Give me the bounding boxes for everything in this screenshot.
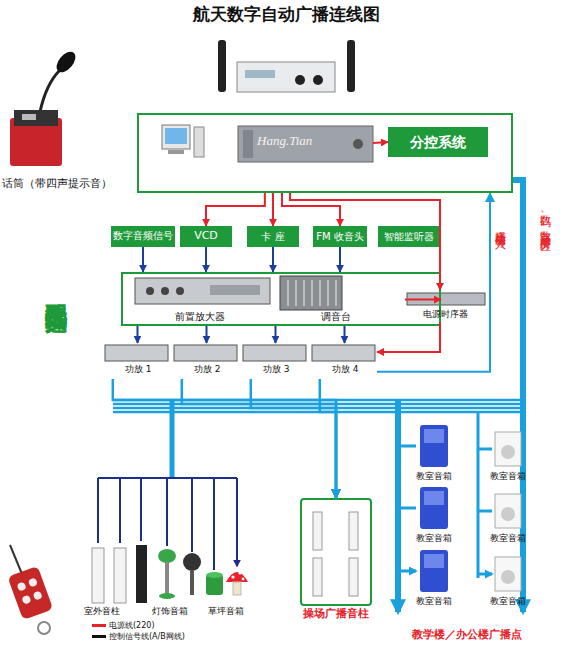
annotation-label: 教学楼／办公楼广播点 bbox=[412, 629, 522, 642]
mixer-group-box: 前置放大器 调音台 bbox=[121, 272, 441, 326]
node-text: 功放 1 bbox=[125, 364, 152, 374]
signal-connector bbox=[320, 379, 336, 498]
legend-text: 电源线(220) bbox=[109, 621, 155, 630]
node-text: 功放 4 bbox=[332, 364, 359, 374]
power-sequencer: 电源时序器 bbox=[405, 290, 487, 322]
annotation-label: 教室音箱 bbox=[416, 471, 452, 481]
annotation-label: 草坪音箱 bbox=[208, 606, 244, 616]
node-text: Hang.Tian bbox=[257, 134, 312, 149]
node-text: 卡 座 bbox=[261, 231, 284, 243]
source-box: FM 收音头 bbox=[313, 226, 367, 247]
classroom-speakers bbox=[420, 425, 521, 592]
monitor-box: 智能监听器 bbox=[378, 226, 440, 247]
wireless-receiver bbox=[218, 40, 355, 92]
node-text: 数字音频信号 bbox=[113, 231, 173, 242]
amplifier: 功放 4 bbox=[312, 343, 377, 379]
signal-connector bbox=[182, 379, 336, 498]
annotation-label: 教室音箱 bbox=[416, 533, 452, 543]
signal-connector bbox=[137, 326, 139, 343]
annotation-label: 教室音箱 bbox=[416, 596, 452, 606]
signal-connector bbox=[274, 326, 276, 343]
node-text: 功放 3 bbox=[263, 364, 290, 374]
node-text: 分控系统 bbox=[410, 134, 466, 150]
signal-connector bbox=[205, 247, 207, 272]
annotation-label: 选配远程无线遥控 bbox=[44, 286, 69, 294]
remote-control bbox=[7, 545, 53, 634]
diagram-title: 航天数字自动广播连线图 bbox=[0, 5, 572, 25]
annotation-label: 话筒（带四声提示音） bbox=[2, 178, 112, 191]
signal-connector bbox=[405, 299, 441, 301]
node-text: 电源时序器 bbox=[423, 309, 468, 319]
signal-connector bbox=[282, 193, 340, 226]
control-host-box: 分控系统 Hang.Tian bbox=[137, 113, 513, 193]
paging-microphone bbox=[10, 48, 79, 166]
amplifier: 功放 1 bbox=[105, 343, 170, 379]
node-text: 调音台 bbox=[321, 311, 351, 323]
signal-connector bbox=[206, 326, 208, 343]
node-text: 功放 2 bbox=[194, 364, 221, 374]
playground-speaker-box: 操场广播音柱 bbox=[300, 498, 372, 606]
annotation-label: 室外音柱 bbox=[84, 606, 120, 616]
annotation-label: 灯饰音箱 bbox=[152, 606, 188, 616]
legend-swatch bbox=[92, 624, 106, 627]
signal-connector bbox=[290, 193, 440, 290]
sequencer-device bbox=[407, 293, 485, 305]
signal-connector bbox=[251, 379, 336, 498]
signal-connector bbox=[339, 247, 341, 272]
source-box: 卡 座 bbox=[247, 226, 299, 247]
legend: 电源线(220) 控制信号线(A/B网线) bbox=[92, 620, 185, 642]
preamp-mixer bbox=[135, 276, 342, 310]
node-text: VCD bbox=[194, 230, 218, 243]
source-box: 数字音频信号 bbox=[111, 226, 175, 247]
node-text: 操场广播音柱 bbox=[288, 608, 384, 621]
signal-connector bbox=[343, 326, 345, 343]
signal-connector bbox=[377, 322, 440, 352]
annotation-label: 教室音箱 bbox=[490, 471, 526, 481]
amplifier: 功放 3 bbox=[243, 343, 308, 379]
annotation-label: 教室音箱 bbox=[490, 596, 526, 606]
legend-text: 控制信号线(A/B网线) bbox=[109, 632, 185, 641]
signal-connector bbox=[206, 193, 265, 226]
sub-control-box: 分控系统 bbox=[388, 127, 488, 157]
host-equipment bbox=[162, 125, 373, 162]
annotation-label: 数码、数字自动广播分区 bbox=[538, 206, 551, 234]
signal-connector bbox=[272, 193, 274, 226]
node-text: 前置放大器 bbox=[175, 311, 225, 323]
legend-row: 控制信号线(A/B网线) bbox=[92, 631, 185, 642]
node-text: 智能监听器 bbox=[384, 231, 434, 243]
source-box: VCD bbox=[180, 226, 232, 247]
outdoor-speakers bbox=[92, 545, 248, 603]
signal-connector bbox=[113, 379, 336, 498]
annotation-label: 广播功放信号导入 bbox=[493, 222, 506, 230]
legend-swatch bbox=[92, 635, 106, 638]
amplifier: 功放 2 bbox=[174, 343, 239, 379]
column-speakers bbox=[313, 512, 358, 596]
signal-connector bbox=[377, 193, 490, 372]
legend-row: 电源线(220) bbox=[92, 620, 185, 631]
annotation-label: 教室音箱 bbox=[490, 533, 526, 543]
signal-connector bbox=[142, 247, 144, 272]
signal-connector bbox=[373, 142, 388, 143]
node-text: FM 收音头 bbox=[316, 231, 364, 243]
signal-connector bbox=[272, 247, 274, 272]
amplifier-devices bbox=[105, 345, 375, 361]
